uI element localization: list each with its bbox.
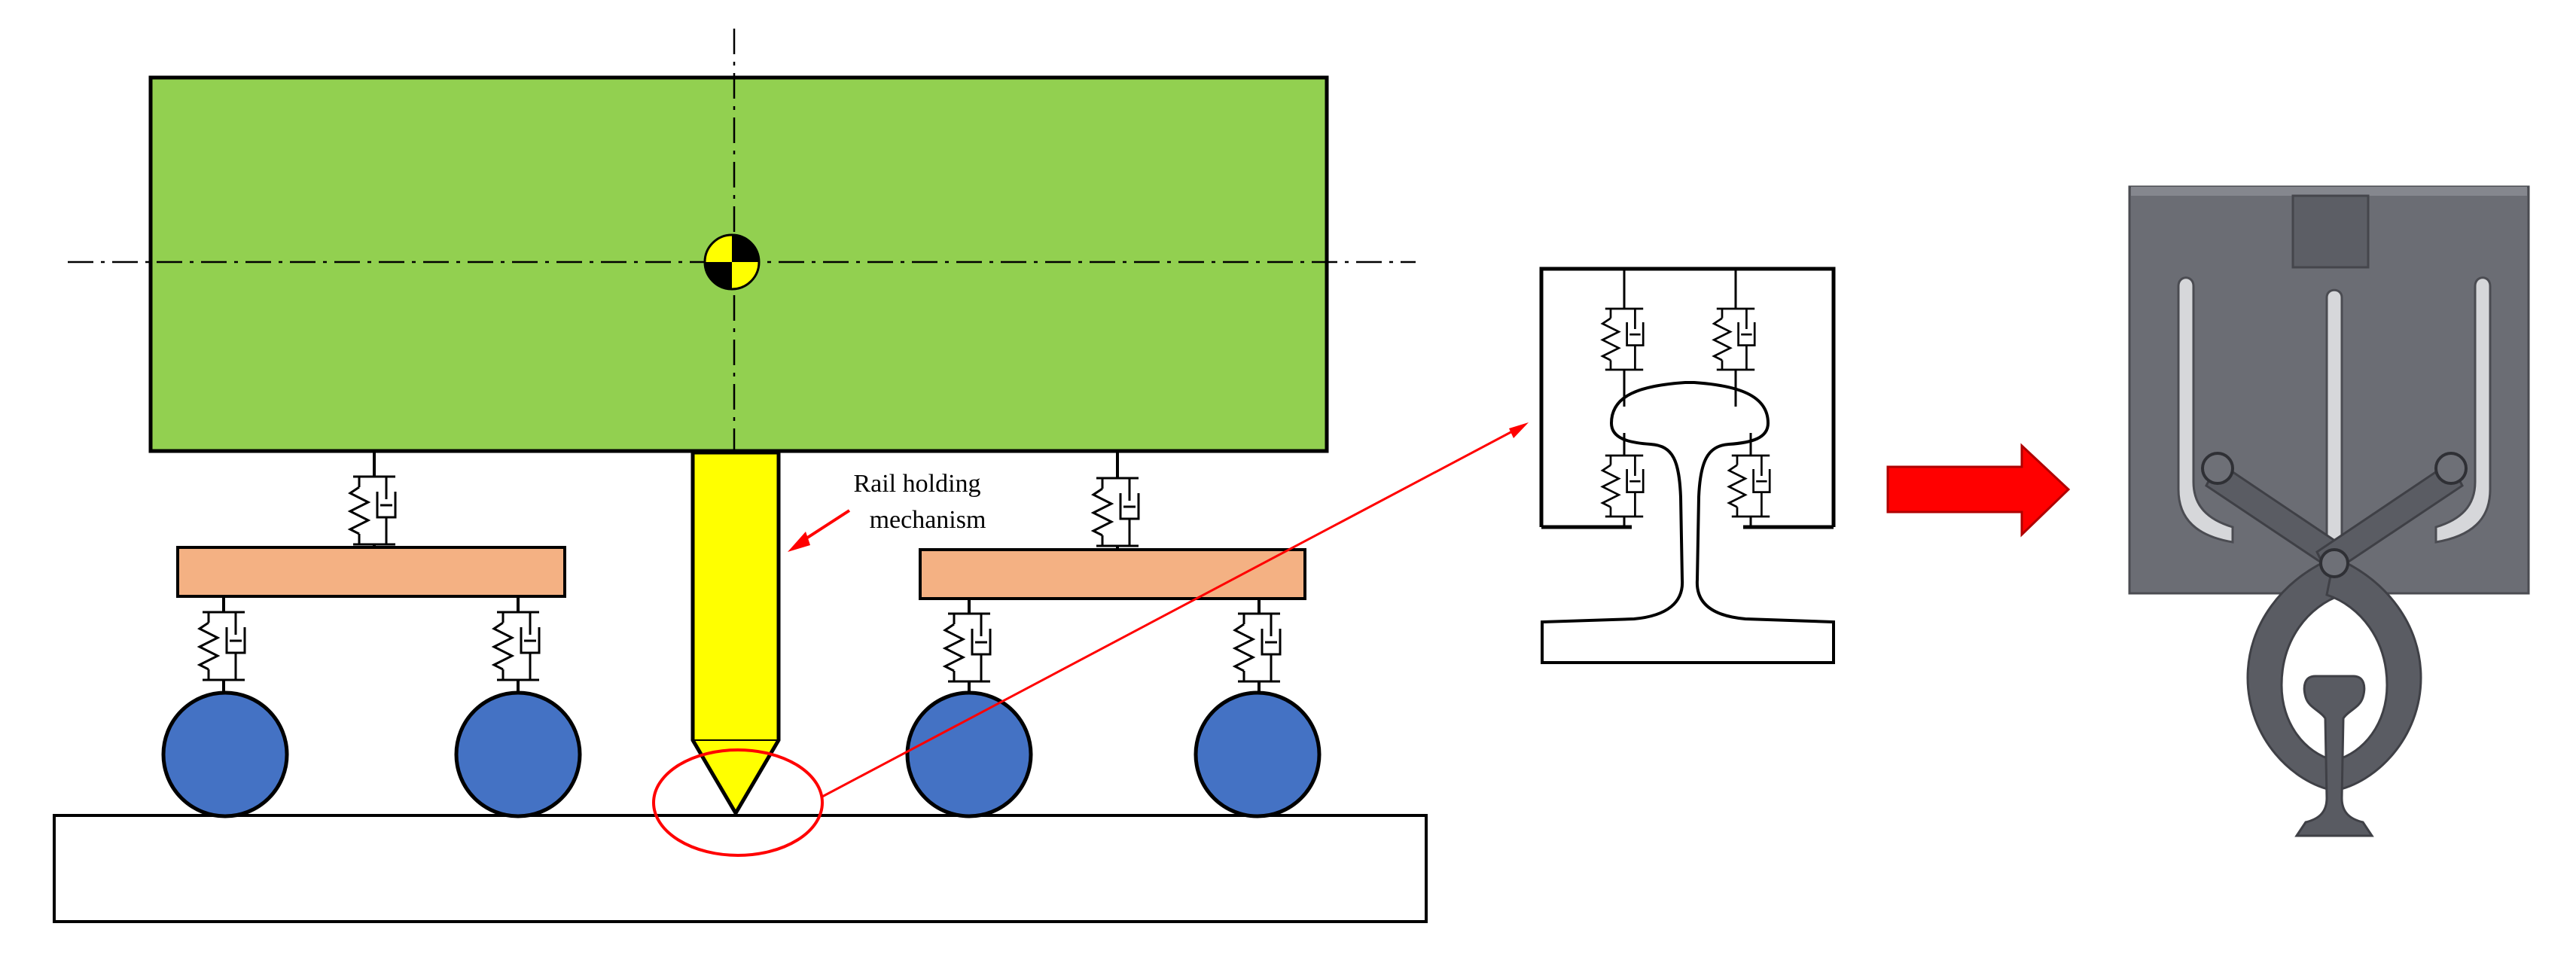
- pivot-pins: [2201, 452, 2468, 578]
- annotation-arrow: [788, 509, 851, 552]
- highlight-ellipse: [652, 748, 824, 857]
- primary-suspension-2: [492, 596, 541, 694]
- spring-damper-icon: [1712, 307, 1756, 371]
- spring-damper-icon: [944, 612, 992, 683]
- annotation-line-1: Rail holding: [853, 470, 980, 498]
- wheel-1: [161, 690, 289, 818]
- spring-damper-icon: [1601, 454, 1645, 518]
- spring-damper-icon: [1601, 307, 1645, 371]
- annotation-line-2: mechanism: [870, 506, 986, 534]
- gripped-rail: [2294, 675, 2374, 837]
- detail-rail-clamp-view: [1539, 267, 1836, 664]
- right-bogie-frame: [919, 548, 1306, 600]
- spring-damper-icon: [1233, 612, 1282, 683]
- right-secondary-suspension: [1092, 452, 1140, 550]
- spring-damper-icon: [1092, 477, 1140, 547]
- rail-holding-mechanism: [690, 450, 781, 817]
- right-arrow-icon: [1886, 443, 2071, 538]
- guide-slots: [2177, 276, 2492, 559]
- wheel-4: [1193, 690, 1322, 818]
- primary-suspension-1: [198, 596, 246, 694]
- primary-suspension-3: [944, 599, 992, 694]
- spring-damper-icon: [492, 611, 541, 681]
- rail-gripper-render: [2128, 185, 2530, 837]
- primary-suspension-4: [1233, 599, 1282, 694]
- left-bogie-frame: [176, 546, 566, 598]
- spring-damper-icon: [349, 475, 397, 546]
- spring-damper-icon: [198, 611, 246, 681]
- wheel-3: [905, 690, 1033, 818]
- wheel-2: [454, 690, 582, 818]
- left-secondary-suspension: [349, 452, 397, 547]
- detail-rail-profile: [1541, 381, 1835, 664]
- gripper-arms: [2205, 460, 2464, 792]
- center-of-gravity-icon: [703, 233, 761, 291]
- track-slab: [53, 814, 1428, 923]
- spring-damper-icon: [1727, 454, 1771, 518]
- callout-leader-line: [822, 422, 1529, 798]
